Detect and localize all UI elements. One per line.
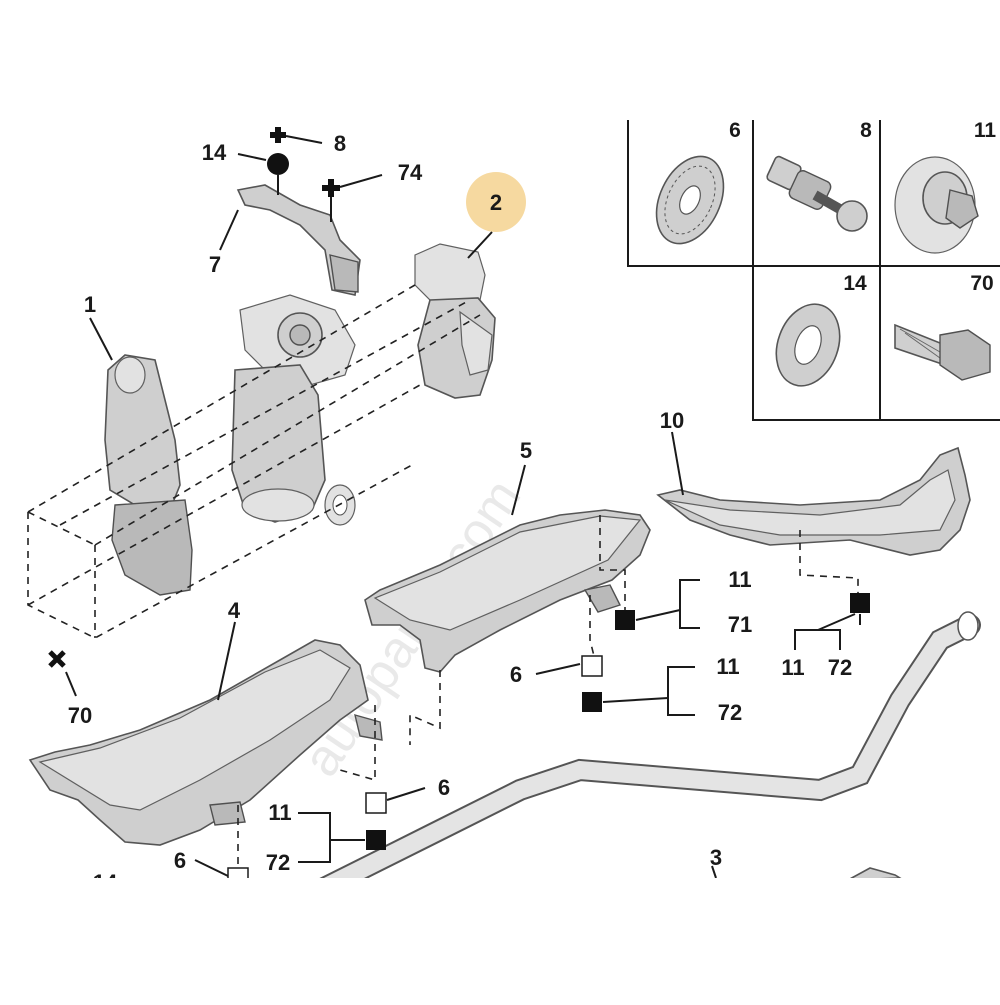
serrated-washer-icon <box>655 155 725 245</box>
callout-74: 74 <box>398 160 423 185</box>
heat-shield-part-10 <box>656 446 971 556</box>
callout-70: 70 <box>68 703 92 728</box>
exhaust-pipe-part-3 <box>289 611 981 911</box>
callout-71: 71 <box>728 612 752 637</box>
fastener-group-6-11-72-mid <box>535 655 695 716</box>
callout-3: 3 <box>710 845 722 870</box>
callout-7: 7 <box>209 252 221 277</box>
exploded-view-guides <box>27 284 481 639</box>
ball-stud-icon <box>766 155 868 232</box>
fastener-group-11-71 <box>615 579 700 630</box>
bottom-margin <box>0 878 1000 1000</box>
inset-label-14: 14 <box>843 272 867 295</box>
turbo-catalyst-assembly <box>231 294 356 526</box>
bolt-symbol-x <box>48 650 66 668</box>
leader-lines <box>65 231 717 879</box>
callout-8: 8 <box>334 131 346 156</box>
inset-label-8: 8 <box>860 119 872 142</box>
fastener-group-6-11-72-lower <box>298 787 426 863</box>
callout-2: 2 <box>490 190 502 215</box>
callout-11-d: 11 <box>781 655 804 680</box>
hex-bolt-icon <box>894 323 991 381</box>
inset-label-6: 6 <box>729 119 741 142</box>
top-margin <box>0 0 1000 120</box>
bracket-part-7 <box>236 184 361 296</box>
hardware-inset: 6 8 11 14 70 <box>627 119 1000 421</box>
callout-highlight-2 <box>466 172 526 232</box>
inset-label-70: 70 <box>970 272 993 295</box>
heat-shield-part-5 <box>364 509 651 673</box>
callout-1: 1 <box>84 292 96 317</box>
callout-4: 4 <box>228 598 241 623</box>
callout-5: 5 <box>520 438 532 463</box>
mount-guides <box>237 515 859 870</box>
callout-6-lower: 6 <box>438 775 450 800</box>
inset-label-11: 11 <box>974 119 997 142</box>
callout-11-b: 11 <box>716 654 739 679</box>
fastener-group-11-72-right <box>794 593 870 650</box>
callout-6-mid: 6 <box>510 662 522 687</box>
callout-72-d: 72 <box>828 655 852 680</box>
callout-11-a: 11 <box>728 567 751 592</box>
fastener-symbols-upper <box>219 127 383 251</box>
heat-shield-part-2 <box>414 243 496 399</box>
callout-6-bottom: 6 <box>174 848 186 873</box>
callout-72-c: 72 <box>266 850 290 875</box>
washer-symbol-dot <box>267 153 289 175</box>
callout-14: 14 <box>202 140 227 165</box>
callout-72-b: 72 <box>718 700 742 725</box>
flat-washer-icon <box>775 303 841 387</box>
callout-11-c: 11 <box>268 800 291 825</box>
callout-10: 10 <box>660 408 684 433</box>
fastener-group-6-bottom <box>194 859 249 881</box>
flange-nut-icon <box>894 156 979 254</box>
heat-shield-part-1 <box>104 354 193 596</box>
